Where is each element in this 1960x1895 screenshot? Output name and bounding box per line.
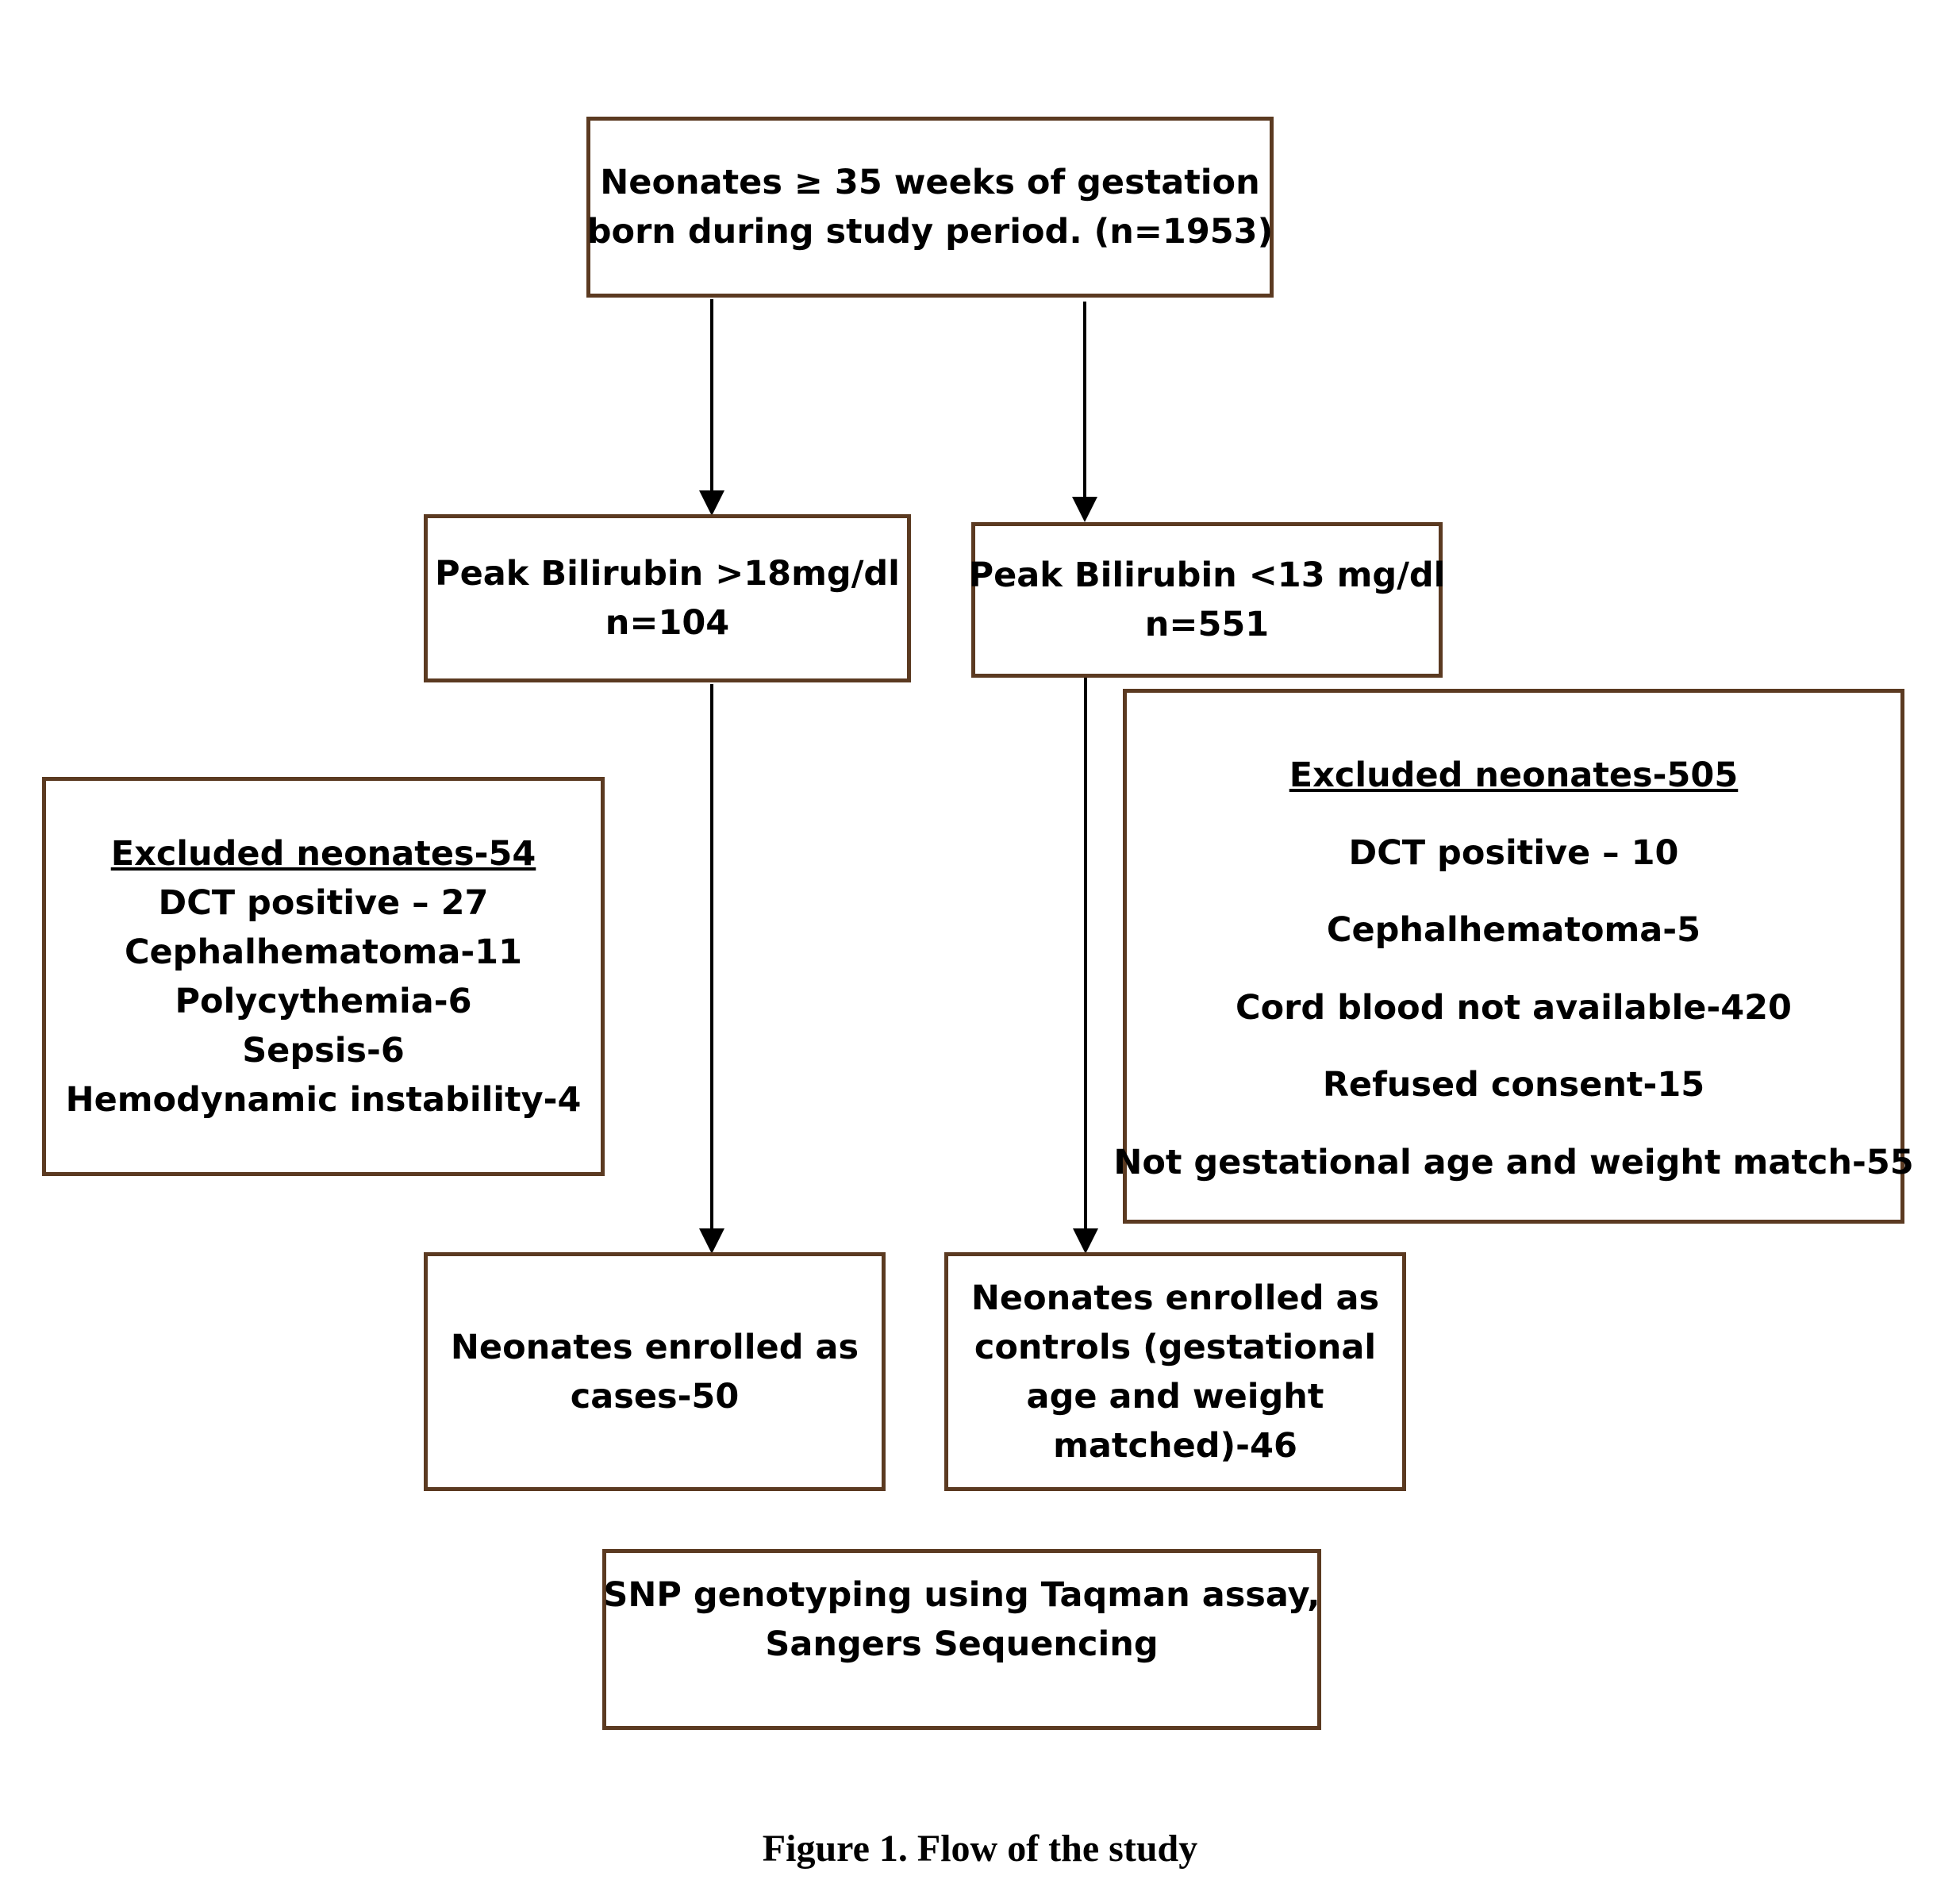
excluded-cases-box: Excluded neonates-54 DCT positive – 27 C…: [42, 777, 605, 1176]
excluded-controls-item: DCT positive – 10: [1348, 832, 1679, 873]
gestation-population-box: Neonates ≥ 35 weeks of gestation born du…: [586, 117, 1274, 298]
figure-caption: Figure 1. Flow of the study: [762, 1828, 1198, 1870]
excluded-controls-item: Not gestational age and weight match-55: [1113, 1142, 1914, 1182]
enrolled-controls-line-4: matched)-46: [1053, 1425, 1297, 1466]
excluded-cases-item: Polycythemia-6: [175, 981, 472, 1021]
excluded-controls-item: Cephalhematoma-5: [1326, 910, 1701, 950]
excluded-controls-box: Excluded neonates-505 DCT positive – 10 …: [1113, 689, 1914, 1224]
gestation-population-line-1: Neonates ≥ 35 weeks of gestation: [600, 163, 1260, 202]
excluded-cases-item: Cephalhematoma-11: [124, 932, 523, 972]
excluded-cases-item: DCT positive – 27: [158, 882, 489, 923]
excluded-cases-item: Sepsis-6: [242, 1030, 405, 1071]
excluded-cases-item: Hemodynamic instability-4: [65, 1079, 582, 1120]
high-bilirubin-count: n=104: [605, 603, 730, 643]
excluded-controls-item: Refused consent-15: [1322, 1065, 1705, 1105]
low-bilirubin-count: n=551: [1144, 605, 1270, 644]
excluded-controls-item: Cord blood not available-420: [1236, 987, 1792, 1028]
snp-genotyping-line-2: Sangers Sequencing: [765, 1624, 1159, 1664]
enrolled-controls-line-3: age and weight: [1026, 1376, 1324, 1416]
enrolled-controls-box: Neonates enrolled as controls (gestation…: [944, 1252, 1406, 1491]
high-bilirubin-label: Peak Bilirubin >18mg/dl: [435, 554, 900, 594]
enrolled-cases-line-2: cases-50: [570, 1376, 740, 1416]
enrolled-cases-box: Neonates enrolled as cases-50: [424, 1252, 886, 1491]
high-bilirubin-box: Peak Bilirubin >18mg/dl n=104: [424, 514, 911, 682]
enrolled-controls-line-2: controls (gestational: [974, 1327, 1377, 1367]
excluded-cases-heading: Excluded neonates-54: [110, 833, 536, 874]
snp-genotyping-box: SNP genotyping using Taqman assay, Sange…: [602, 1549, 1321, 1730]
gestation-population-line-2: born during study period. (n=1953): [586, 212, 1274, 252]
low-bilirubin-box: Peak Bilirubin <13 mg/dl n=551: [968, 522, 1446, 678]
excluded-controls-heading: Excluded neonates-505: [1289, 755, 1739, 795]
enrolled-cases-line-1: Neonates enrolled as: [450, 1327, 859, 1367]
low-bilirubin-label: Peak Bilirubin <13 mg/dl: [968, 555, 1446, 595]
enrolled-controls-line-1: Neonates enrolled as: [970, 1278, 1380, 1318]
snp-genotyping-line-1: SNP genotyping using Taqman assay,: [603, 1575, 1320, 1615]
